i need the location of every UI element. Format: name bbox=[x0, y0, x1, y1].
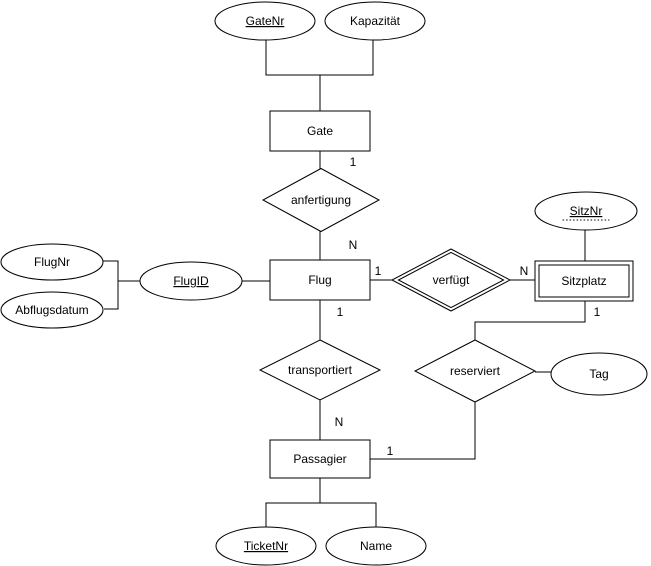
relationship-transportiert[interactable]: transportiert bbox=[258, 339, 382, 401]
attribute-flugid[interactable]: FlugID bbox=[139, 261, 243, 301]
cardinality-anfertigung-flug-n: N bbox=[349, 238, 358, 252]
cardinality-flug-transportiert-1: 1 bbox=[337, 305, 344, 319]
edge-gatenr-kapazitaet-bracket bbox=[265, 40, 374, 76]
entity-label: Sitzplatz bbox=[561, 274, 606, 288]
entity-passagier[interactable]: Passagier bbox=[269, 439, 371, 479]
relationship-reserviert[interactable]: reserviert bbox=[413, 339, 537, 403]
edge-reserviert-passagier bbox=[370, 402, 476, 460]
cardinality-flug-verfuegt-1: 1 bbox=[375, 264, 382, 278]
relationship-label: verfügt bbox=[433, 273, 470, 287]
entity-flug[interactable]: Flug bbox=[269, 259, 371, 301]
attribute-label: TicketNr bbox=[244, 539, 288, 553]
cardinality-gate-anfertigung-1: 1 bbox=[350, 155, 357, 169]
attribute-flugnr[interactable]: FlugNr bbox=[0, 243, 104, 281]
cardinality-sitzplatz-reserviert-1: 1 bbox=[594, 305, 601, 319]
attribute-label: SitzNr bbox=[570, 204, 603, 218]
attribute-name[interactable]: Name bbox=[325, 526, 427, 566]
relationship-label: anfertigung bbox=[291, 193, 351, 207]
relationship-verfuegt[interactable]: verfügt bbox=[390, 248, 512, 312]
attribute-sitznr[interactable]: SitzNr bbox=[534, 191, 638, 231]
entity-sitzplatz[interactable]: Sitzplatz bbox=[534, 260, 634, 302]
attribute-label: Name bbox=[360, 539, 392, 553]
edge-ticketnr-name-bracket bbox=[265, 502, 377, 527]
attribute-tag[interactable]: Tag bbox=[550, 352, 648, 396]
entity-gate[interactable]: Gate bbox=[269, 110, 371, 152]
entity-label: Passagier bbox=[293, 452, 346, 466]
attribute-kapazitaet[interactable]: Kapazität bbox=[324, 1, 426, 41]
attribute-gatenr[interactable]: GateNr bbox=[214, 1, 316, 41]
attribute-label: FlugNr bbox=[34, 255, 70, 269]
cardinality-verfuegt-sitzplatz-n: N bbox=[520, 264, 529, 278]
edge-flugnr-abflugsdatum-bracket bbox=[103, 260, 119, 310]
attribute-label: GateNr bbox=[246, 14, 285, 28]
attribute-label: Tag bbox=[589, 367, 608, 381]
cardinality-passagier-reserviert-1: 1 bbox=[387, 444, 394, 458]
attribute-abflugsdatum[interactable]: Abflugsdatum bbox=[0, 291, 104, 329]
attribute-label: Abflugsdatum bbox=[15, 303, 88, 317]
cardinality-transportiert-passagier-n: N bbox=[335, 415, 344, 429]
entity-label: Flug bbox=[308, 273, 331, 287]
relationship-label: transportiert bbox=[288, 363, 353, 377]
attribute-label: Kapazität bbox=[350, 14, 401, 28]
attribute-ticketnr[interactable]: TicketNr bbox=[215, 526, 317, 566]
relationship-label: reserviert bbox=[450, 364, 501, 378]
entity-label: Gate bbox=[307, 124, 333, 138]
relationship-anfertigung[interactable]: anfertigung bbox=[261, 167, 381, 233]
edge-sitzplatz-reserviert bbox=[474, 301, 586, 340]
attribute-label: FlugID bbox=[173, 274, 209, 288]
